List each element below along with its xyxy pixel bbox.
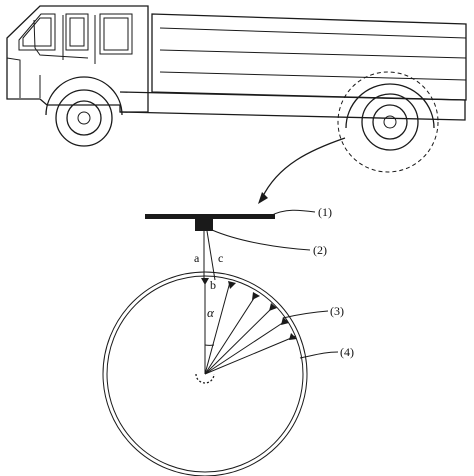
label-b: b [210,278,216,292]
rear-wheel [337,71,439,173]
truck [6,5,467,173]
cab [6,5,149,113]
mounting-plate [145,214,275,219]
sensor-detail [102,214,308,476]
label-alpha: α [207,305,215,320]
cab-window-side [65,13,133,55]
callout-1: (1) [318,205,332,219]
label-a: a [194,251,200,265]
wheel-outer-circle [102,271,308,476]
callout-3: (3) [330,304,344,318]
cab-window-front [18,13,56,51]
callout-4: (4) [340,345,354,359]
front-wheel [45,76,123,147]
wheel-inner-circle [106,275,304,473]
wheel-highlight-circle [337,71,439,173]
cargo-box [151,13,467,101]
radial-spokes [204,278,297,375]
callout-2: (2) [313,243,327,257]
leader-lines [211,209,339,359]
chassis [119,91,466,121]
label-c: c [218,251,223,265]
sensor [195,219,213,231]
tread-markers [201,278,297,340]
wheel-center [195,373,215,384]
beam-c [206,230,216,281]
zoom-arrow [258,137,346,204]
